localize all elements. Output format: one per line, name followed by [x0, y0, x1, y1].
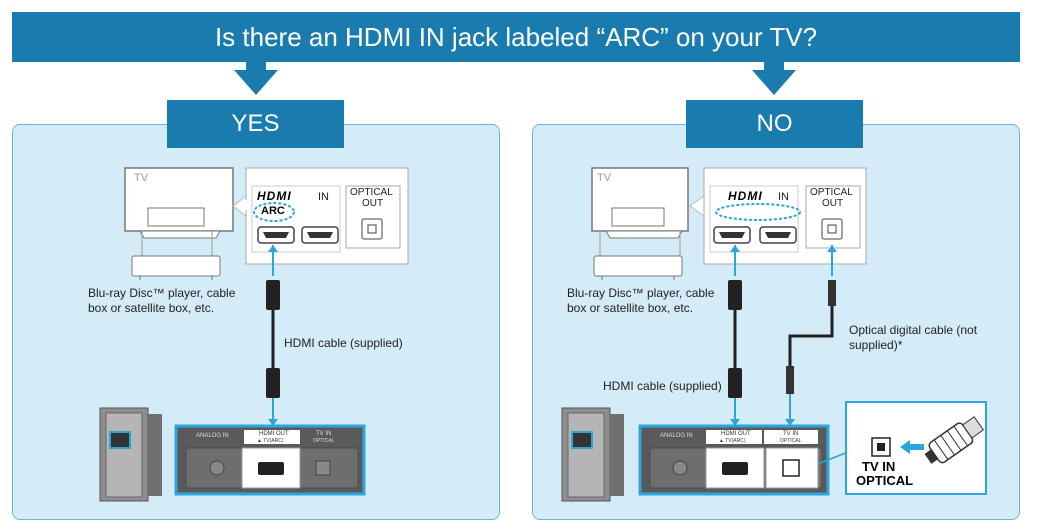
analog-in-jack [209, 460, 225, 476]
rear-tvin-label: TV IN [783, 431, 799, 437]
rear-optical-label: OPTICAL [313, 438, 335, 444]
inset-arrow-icon [900, 440, 924, 454]
yes-title: YES [231, 110, 280, 137]
rear-hdmi-out-label: HDMI OUT [259, 431, 289, 437]
inset-label-1: TV IN [862, 459, 896, 474]
rear-tvin-label: TV IN [316, 431, 332, 437]
player-caption-2: box or satellite box, etc. [88, 301, 215, 315]
hdmi-logo: HDMI [728, 189, 763, 203]
player-caption-2: box or satellite box, etc. [567, 301, 694, 315]
arc-label: ARC [261, 205, 285, 217]
player-caption-1: Blu-ray Disc™ player, cable [567, 286, 715, 300]
tv-label: TV [134, 172, 149, 184]
optical-label-1: OPTICAL [350, 187, 393, 198]
optical-label-2: OUT [362, 198, 384, 209]
hdmi-in-label: IN [778, 191, 789, 203]
player-illustration [593, 255, 683, 277]
optical-label-2: OUT [822, 198, 844, 209]
yes-chip: YES [167, 100, 344, 148]
no-arc-highlight [715, 203, 801, 221]
inset-label-2: OPTICAL [856, 473, 914, 488]
hdmi-plug-bottom [266, 368, 280, 398]
rear-hdmi-arc-label: ▲ TV(ARC) [257, 438, 284, 444]
optical-cable-caption-1: Optical digital cable (not [849, 323, 978, 337]
analog-in-jack [672, 460, 688, 476]
rear-analog-label: ANALOG IN [196, 433, 229, 439]
rear-hdmi-arc-label: ▲ TV(ARC) [719, 438, 746, 444]
rear-optical-label: OPTICAL [780, 438, 802, 444]
arc-highlight [253, 202, 295, 222]
question-banner: Is there an HDMI IN jack labeled “ARC” o… [12, 12, 1020, 62]
no-chip: NO [686, 100, 863, 148]
optical-in-jack [782, 459, 800, 477]
hdmi-plug-bottom [728, 368, 742, 398]
player-illustration [131, 255, 221, 277]
rear-hdmi-out-label: HDMI OUT [721, 431, 751, 437]
hdmi-logo: HDMI [257, 189, 292, 203]
optical-in-jack [315, 460, 331, 476]
hdmi-in-label: IN [318, 191, 329, 203]
optical-label-1: OPTICAL [810, 187, 853, 198]
optical-plug-bottom [786, 366, 794, 394]
player-caption-1: Blu-ray Disc™ player, cable [88, 286, 236, 300]
hdmi-plug-top [728, 280, 742, 310]
optical-plug-icon [924, 416, 985, 464]
question-text: Is there an HDMI IN jack labeled “ARC” o… [214, 21, 818, 52]
yes-arrow-icon [234, 62, 278, 95]
hdmi-cable-caption: HDMI cable (supplied) [603, 379, 722, 393]
hdmi-cable-caption: HDMI cable (supplied) [284, 336, 403, 350]
optical-plug-top [828, 280, 836, 306]
hdmi-out-jack [258, 462, 284, 475]
no-title: NO [756, 110, 793, 137]
hdmi-plug-top [266, 280, 280, 310]
optical-cable-caption-2: supplied)* [849, 338, 903, 352]
hdmi-out-jack [722, 462, 748, 475]
tv-label: TV [597, 172, 612, 184]
rear-analog-label: ANALOG IN [660, 433, 693, 439]
no-arrow-icon [752, 62, 796, 95]
